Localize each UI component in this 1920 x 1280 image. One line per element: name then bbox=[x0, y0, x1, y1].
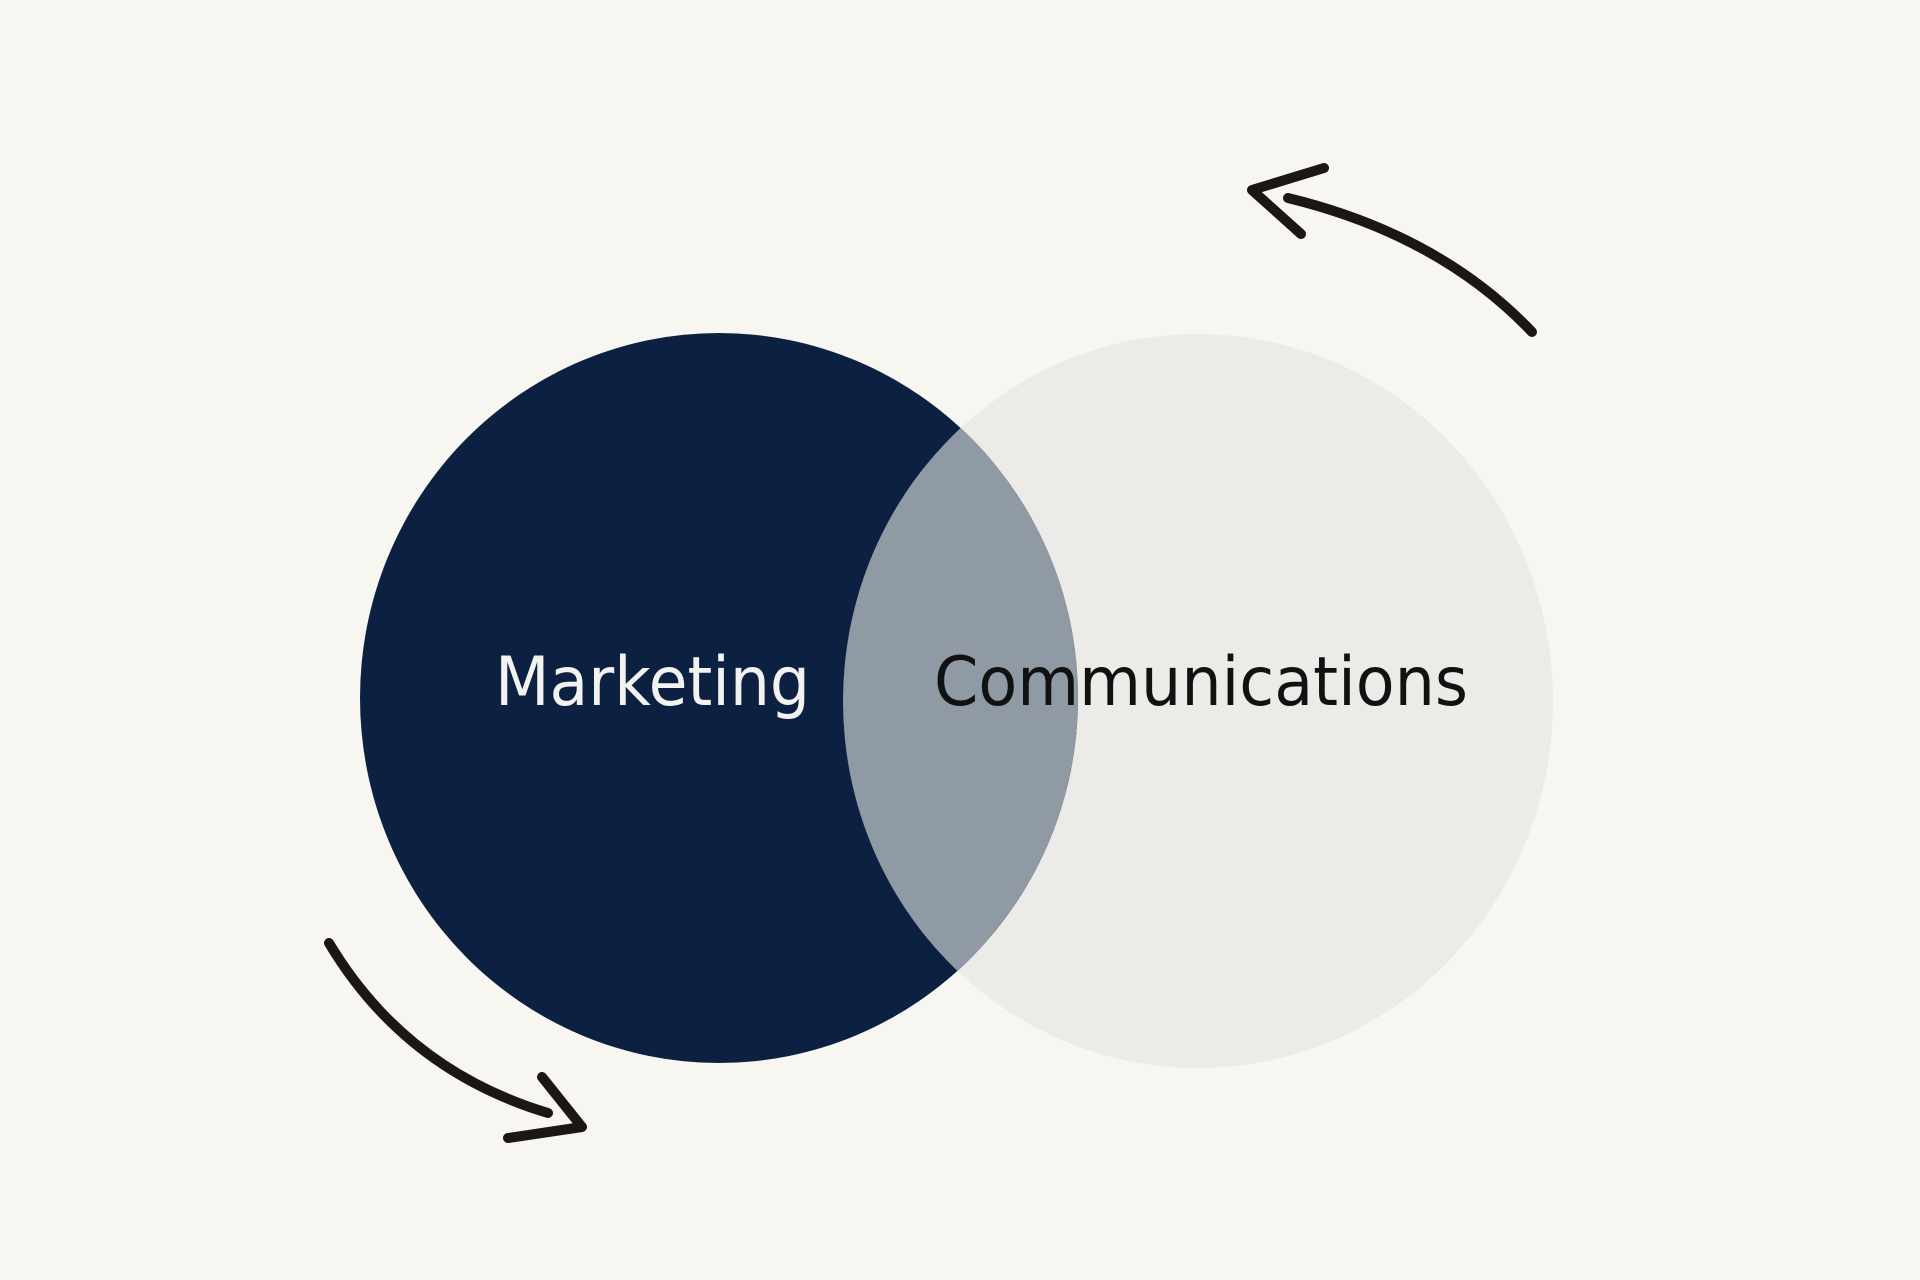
curved-arrow-top-right-icon bbox=[1247, 163, 1537, 337]
communications-label: Communications bbox=[934, 643, 1468, 722]
overlap-region bbox=[843, 334, 1078, 1063]
marketing-label: Marketing bbox=[495, 643, 810, 722]
curved-arrow-bottom-left-icon bbox=[324, 938, 587, 1143]
